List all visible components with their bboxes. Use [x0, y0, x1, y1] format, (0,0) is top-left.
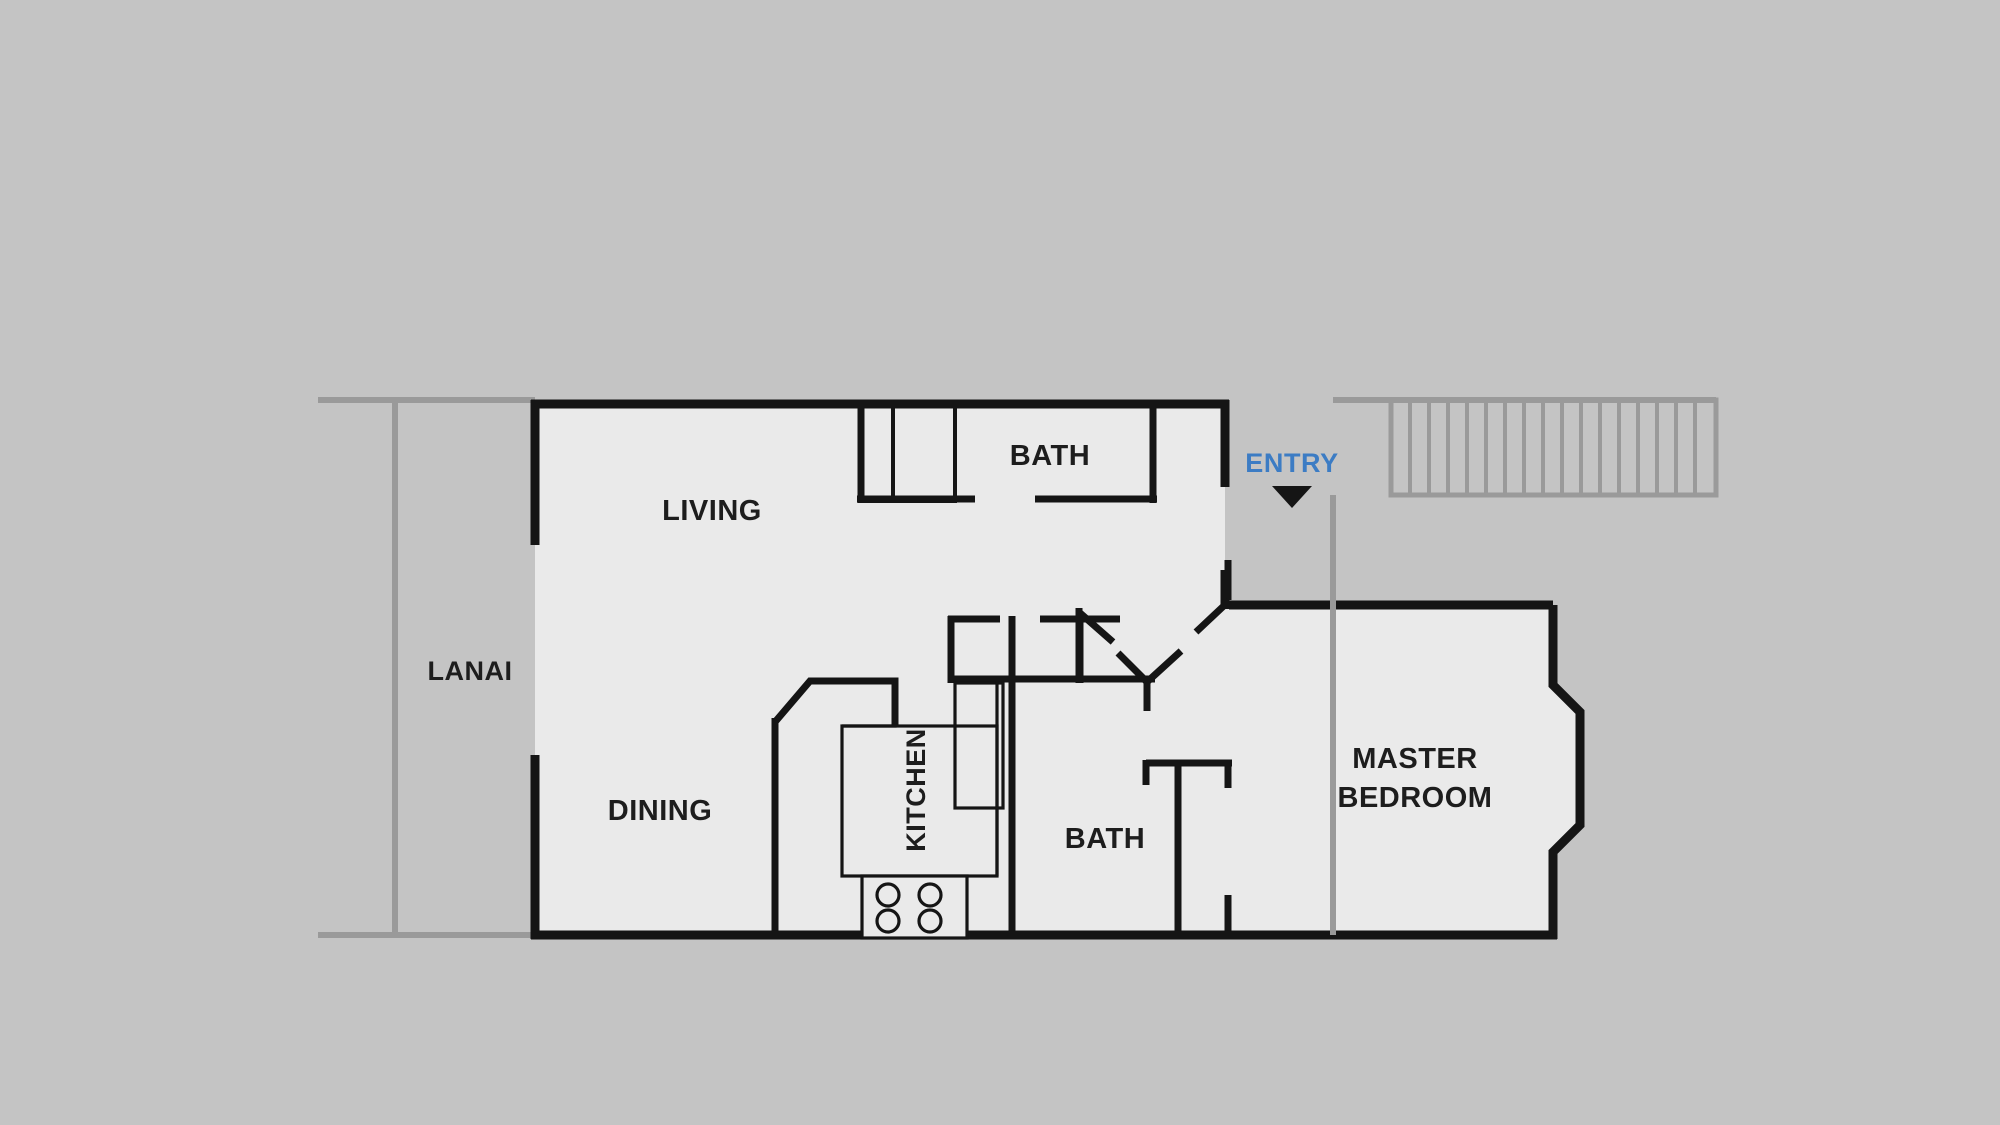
door-symbols: [1075, 560, 1232, 711]
room-label-living: LIVING: [662, 495, 762, 527]
burner-icon: [875, 908, 901, 934]
walls: [530, 399, 1585, 940]
room-label-lanai: LANAI: [428, 656, 513, 686]
pantry-closet: [953, 681, 1005, 810]
burner-icon: [917, 908, 943, 934]
room-label-dining: DINING: [608, 795, 713, 827]
main-body-fill: [535, 400, 1225, 935]
room-label-bath-upper: BATH: [1010, 440, 1090, 472]
room-label-kitchen: KITCHEN: [901, 728, 931, 852]
entry-stairs: [1330, 397, 1719, 935]
room-fills: [535, 400, 1580, 935]
entry-arrow-icon: [1272, 486, 1312, 508]
master-bedroom-fill: [1225, 605, 1580, 935]
burner-icon: [917, 882, 943, 908]
room-label-master-line2: BEDROOM: [1338, 782, 1493, 814]
room-label-master-line1: MASTER: [1352, 743, 1477, 775]
kitchen-fixtures: [771, 677, 999, 940]
stairs-outline: [1388, 397, 1719, 498]
burner-icon: [875, 882, 901, 908]
interior-partitions: [947, 615, 1232, 939]
stove-cooktop: [860, 874, 969, 940]
room-label-bath-lower: BATH: [1065, 823, 1145, 855]
lanai-outline: [318, 397, 535, 938]
stair-treads: [1408, 402, 1697, 493]
entry-label: ENTRY: [1245, 448, 1339, 478]
